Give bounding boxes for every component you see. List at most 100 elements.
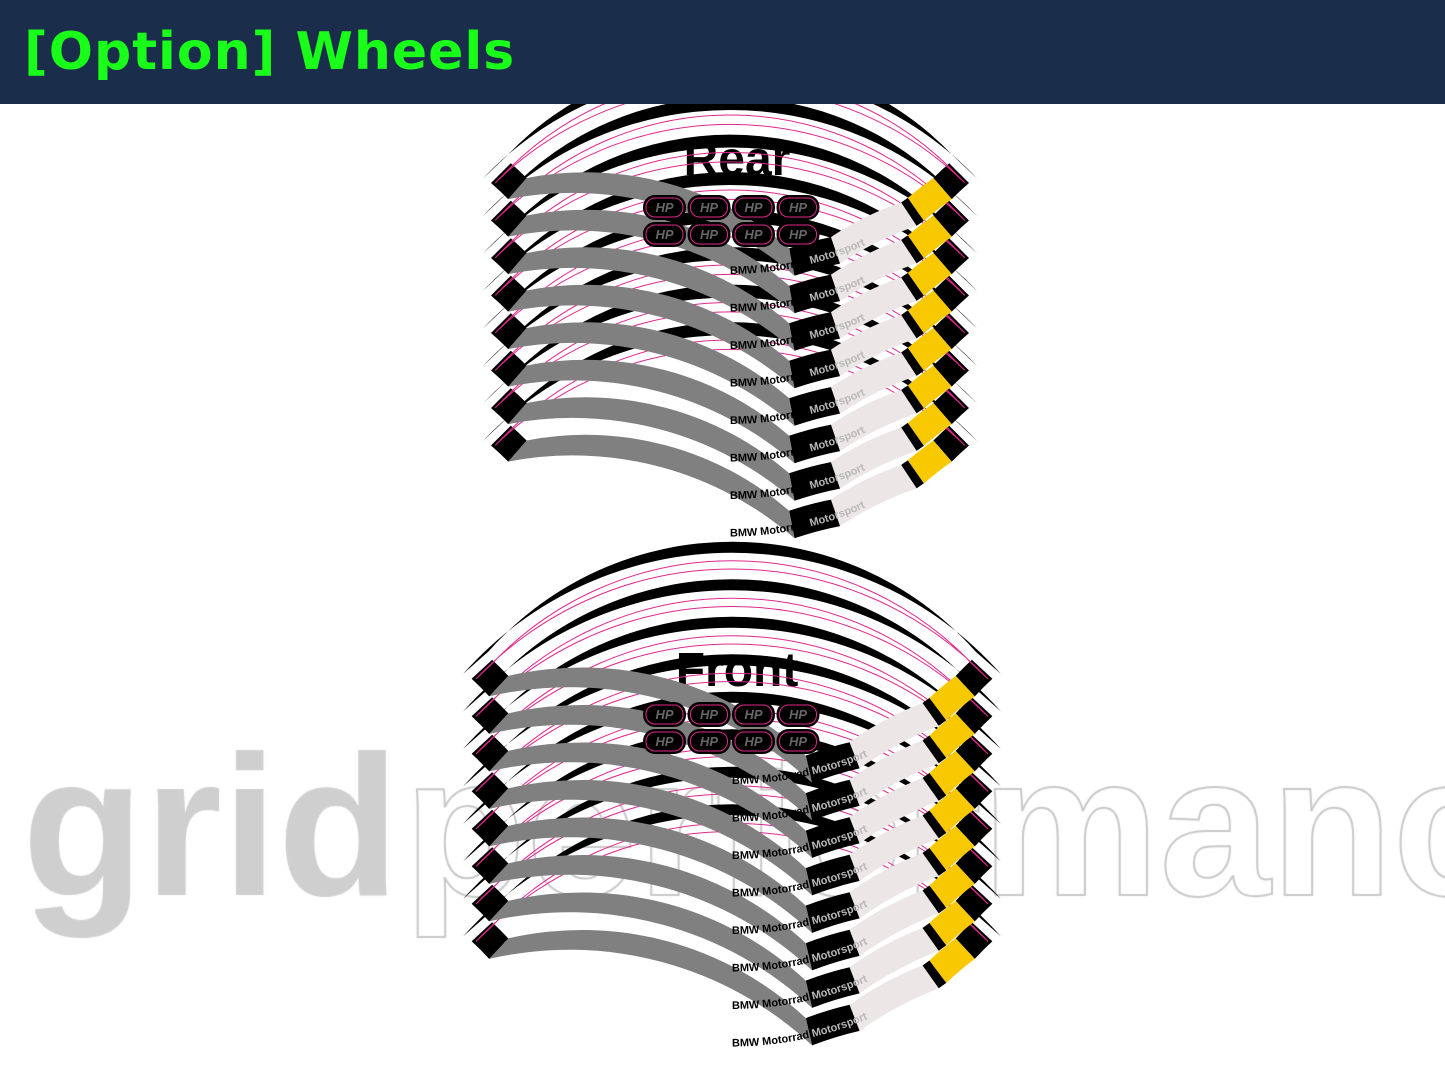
- stripe-segment: [922, 960, 947, 989]
- stripe-segment: [471, 884, 509, 922]
- stripe-segment: [922, 810, 947, 839]
- stripe-segment: [907, 365, 952, 409]
- stripe-segment: [789, 387, 841, 426]
- stripe-segment: [955, 847, 993, 884]
- stripe-segment: [907, 440, 952, 484]
- hp-badge: HP: [643, 702, 686, 727]
- stripe-segment: [471, 922, 509, 959]
- hp-badge: HP: [776, 195, 820, 220]
- stripe-segment: [922, 735, 947, 764]
- hp-logo-text: HP: [789, 734, 807, 749]
- hp-badge: HP: [776, 729, 820, 754]
- header-bar: [Option] Wheels: [0, 0, 1445, 104]
- stripe-segment: [907, 215, 952, 259]
- stripe-segment: [922, 847, 947, 876]
- hp-logo-text: HP: [655, 200, 673, 215]
- stripe-segment: [489, 892, 813, 1008]
- stripe-segment: [508, 397, 795, 501]
- stripe-segment: [929, 675, 975, 721]
- hp-badge: HP: [776, 702, 820, 727]
- hp-logo-text: HP: [789, 200, 807, 215]
- stripe-segment: [901, 347, 924, 376]
- hp-logo-text: HP: [700, 227, 718, 242]
- stripe-segment: [929, 900, 975, 946]
- stripe-segment: [922, 922, 947, 951]
- stripe-segment: [489, 779, 813, 896]
- stripe-segment: [830, 277, 917, 339]
- hp-badge: HP: [732, 702, 775, 727]
- stripe-backing: [482, 172, 978, 292]
- hp-logo-text: HP: [700, 200, 718, 215]
- stripe-segment: [789, 274, 841, 314]
- stripe-segment: [508, 359, 795, 464]
- stripe-segment: [490, 313, 527, 350]
- stripe-segment: [508, 172, 795, 276]
- stripe-segment: [849, 965, 939, 1031]
- stripe-segment: [830, 315, 917, 377]
- stripe-segment: [901, 385, 924, 414]
- stripe-segment: [907, 252, 952, 296]
- stripe-segment: [907, 327, 952, 371]
- stripe-segment: [471, 847, 509, 884]
- hp-badge: HP: [732, 222, 775, 247]
- stripe-segment: [471, 659, 509, 697]
- stripe-segment: [490, 200, 527, 237]
- stripe-segment: [901, 310, 924, 339]
- stripe-segment: [901, 422, 924, 451]
- stripe-segment: [490, 425, 527, 462]
- stripe-segment: [933, 200, 970, 237]
- hp-logo-text: HP: [700, 707, 718, 722]
- stripe-segment: [929, 713, 975, 758]
- stripe-segment: [933, 238, 970, 275]
- stripe-segment: [508, 434, 795, 539]
- stripe-segment: [805, 892, 860, 933]
- hp-badge: HP: [687, 702, 731, 727]
- stripe-segment: [929, 788, 975, 833]
- stripe-segment: [901, 197, 924, 226]
- stripe-segment: [933, 350, 970, 387]
- hp-logo-text: HP: [744, 734, 762, 749]
- stripe-segment: [955, 734, 993, 772]
- hp-badge: HP: [643, 222, 686, 247]
- stripe-backing: [482, 97, 978, 217]
- stripe-cutline: [494, 189, 966, 296]
- stripe-segment: [933, 425, 970, 462]
- hp-logo-text: HP: [700, 734, 718, 749]
- stripe-segment: [830, 352, 917, 414]
- stripe-segment: [805, 742, 860, 783]
- stripe-segment: [789, 349, 841, 389]
- stripe-segment: [789, 499, 841, 539]
- hp-logo-text: HP: [655, 707, 673, 722]
- stripe-segment: [929, 825, 975, 871]
- stripe-segment: [490, 388, 527, 425]
- stripe-segment: [929, 938, 975, 983]
- stripe-segment: [933, 275, 970, 312]
- stripe-segment: [489, 742, 813, 858]
- stripe-segment: [922, 885, 947, 914]
- wheel-stripe: [482, 134, 978, 351]
- stripe-segment: [471, 697, 509, 734]
- stripe-segment: [901, 460, 924, 489]
- stripe-segment: [489, 854, 813, 971]
- stripe-segment: [508, 322, 795, 426]
- stripe-segment: [789, 424, 841, 464]
- wheel-stripe: [463, 616, 1001, 858]
- stripe-segment: [922, 697, 947, 726]
- stripe-segment: [805, 854, 860, 896]
- stripe-segment: [922, 772, 947, 801]
- stripe-segment: [805, 967, 860, 1008]
- stripe-segment: [490, 238, 527, 275]
- hp-logo-text: HP: [655, 227, 673, 242]
- stripe-segment: [849, 890, 939, 956]
- hp-logo-text: HP: [744, 227, 762, 242]
- stripe-backing: [482, 134, 978, 254]
- stripe-segment: [955, 772, 993, 809]
- stripe-segment: [955, 659, 993, 697]
- hp-badge: HP: [643, 195, 686, 220]
- brand-text: BMW Motorrad: [732, 1028, 813, 1049]
- stripe-segment: [489, 929, 813, 1046]
- stripe-segment: [849, 853, 939, 919]
- hp-logo-text: HP: [744, 200, 762, 215]
- stripe-segment: [489, 817, 813, 933]
